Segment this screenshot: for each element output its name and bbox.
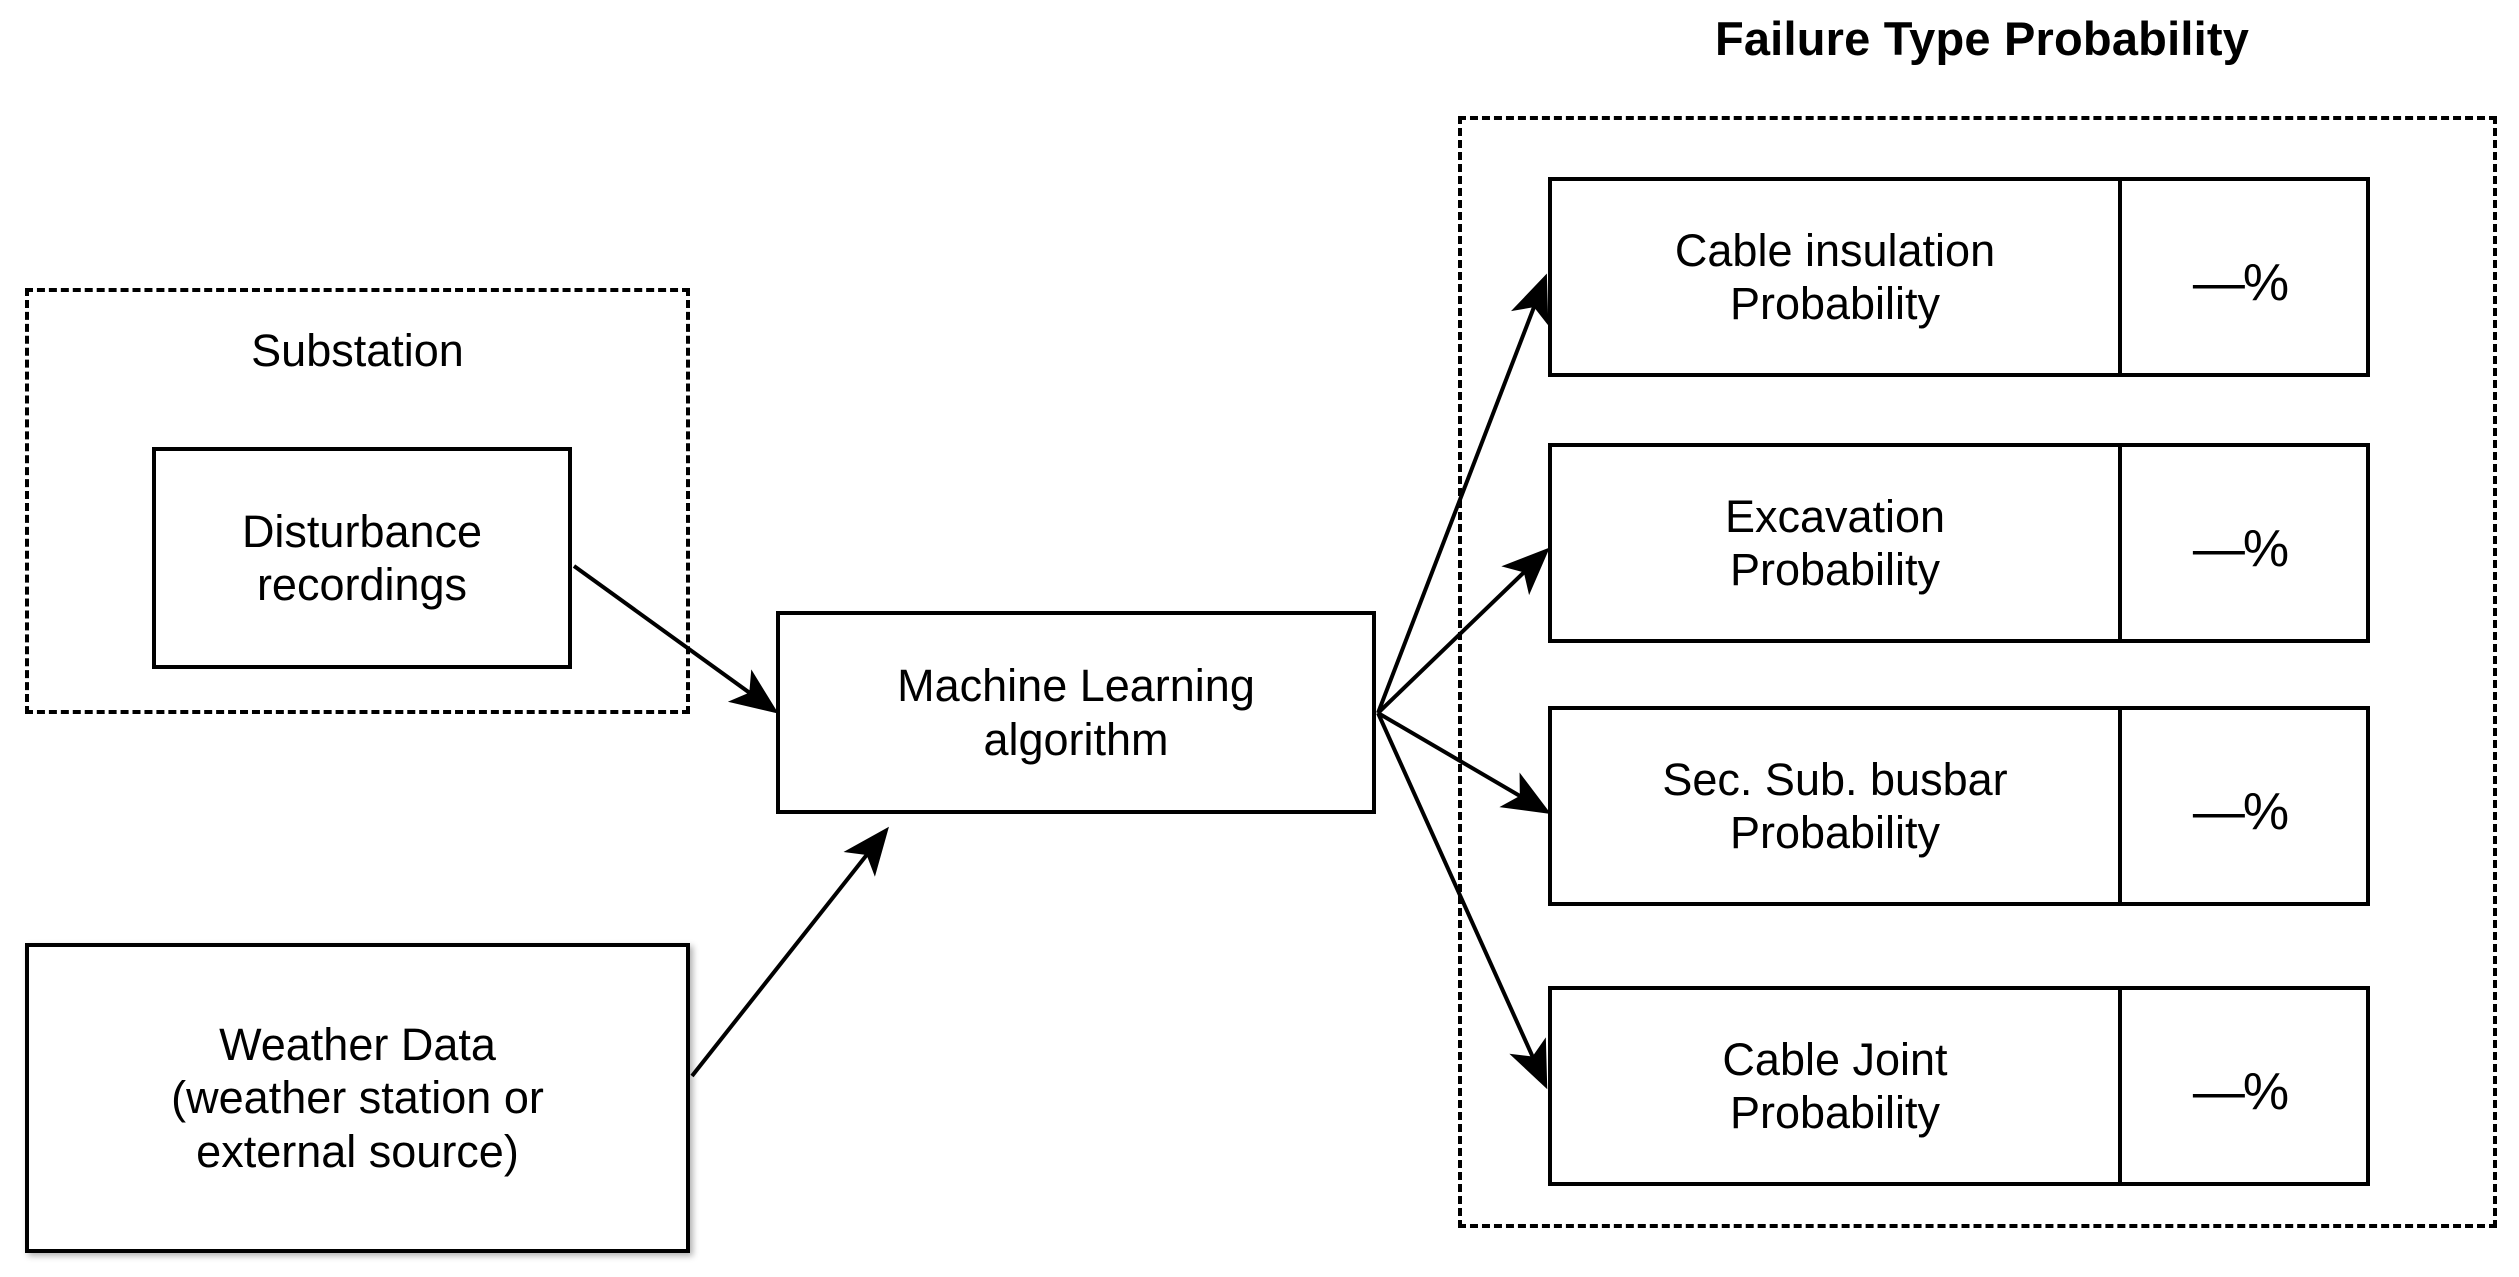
probability-label-line2: Probability [1729,278,1941,329]
probability-value: —% [2192,520,2289,578]
probability-label-line2: Probability [1729,807,1941,858]
ml-algorithm-line1: Machine Learning [897,660,1255,712]
probability-value-cell: —% [2122,447,2366,639]
probability-label-cell: Excavation Probability [1552,447,2122,639]
probability-label-line1: Cable Joint [1722,1033,1948,1085]
table-row[interactable]: Sec. Sub. busbar Probability —% [1548,706,2370,906]
table-row[interactable]: Excavation Probability —% [1548,443,2370,643]
probability-label-line2: Probability [1729,1087,1941,1138]
disturbance-recordings-node[interactable]: Disturbance recordings [152,447,572,669]
probability-value-cell: —% [2122,710,2366,902]
probability-value-cell: —% [2122,181,2366,373]
disturbance-recordings-line2: recordings [256,559,468,610]
weather-data-node[interactable]: Weather Data (weather station or externa… [25,943,690,1253]
probability-label-cell: Cable Joint Probability [1552,990,2122,1182]
probability-label-cell: Sec. Sub. busbar Probability [1552,710,2122,902]
probability-value: —% [2192,254,2289,312]
weather-data-line2: (weather station or [171,1072,544,1124]
probability-value-cell: —% [2122,990,2366,1182]
probability-label-line1: Sec. Sub. busbar [1662,753,2008,805]
probability-label-line1: Excavation [1724,490,1946,542]
probability-label-cell: Cable insulation Probability [1552,181,2122,373]
weather-data-line1: Weather Data [219,1019,496,1071]
table-row[interactable]: Cable insulation Probability —% [1548,177,2370,377]
weather-data-line3: external source) [196,1125,519,1177]
disturbance-recordings-line1: Disturbance [241,505,483,557]
probability-value: —% [2192,783,2289,841]
probability-value: —% [2192,1063,2289,1121]
table-row[interactable]: Cable Joint Probability —% [1548,986,2370,1186]
substation-group-container [25,288,690,714]
arrow-weather-to-ml [690,826,889,1078]
probability-label-line1: Cable insulation [1674,224,1996,276]
ml-algorithm-line2: algorithm [983,713,1169,765]
substation-group-label: Substation [251,325,464,377]
page-title: Failure Type Probability [1714,12,2250,66]
machine-learning-algorithm-node[interactable]: Machine Learning algorithm [776,611,1376,814]
probability-label-line2: Probability [1729,544,1941,595]
